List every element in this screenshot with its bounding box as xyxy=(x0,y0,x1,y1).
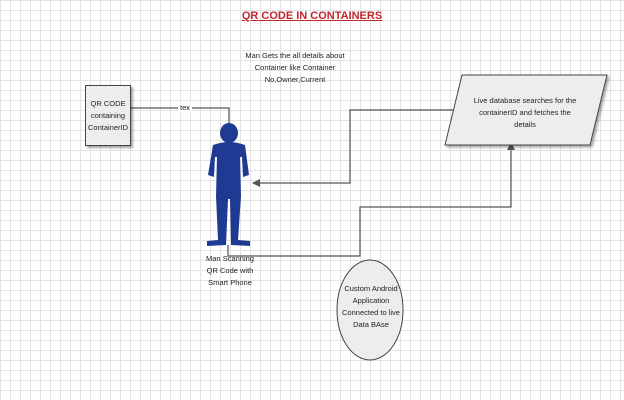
database-line: Live database searches for the xyxy=(473,96,577,105)
man-label-line: Smart Phone xyxy=(208,278,252,287)
man-scanning-label: Man Scanning QR Code with Smart Phone xyxy=(198,253,262,289)
man-label-line: Man Scanning xyxy=(206,254,254,263)
android-app-circle xyxy=(336,259,404,361)
qr-box-line: containing xyxy=(90,110,126,120)
man-gets-line: Man Gets the all details about xyxy=(245,51,345,60)
android-app-label: Custom Android Application Connected to … xyxy=(336,283,406,331)
man-gets-line: Container like Container xyxy=(254,63,336,72)
qr-code-box: QR CODE containing ContainerID xyxy=(85,85,131,146)
qr-box-line: ContainerID xyxy=(87,122,129,132)
android-app-line: Data BAse xyxy=(353,320,389,329)
connector-label-bg xyxy=(178,103,192,113)
person-silhouette-icon xyxy=(207,123,250,246)
android-app-line: Application xyxy=(352,296,390,305)
database-box-label: Live database searches for the container… xyxy=(466,95,584,131)
android-app-line: Custom Android xyxy=(344,284,398,293)
connector-label: tex xyxy=(179,103,190,112)
android-app-line: Connected to live xyxy=(342,308,400,317)
connector-qr-to-person xyxy=(130,107,230,126)
man-label-line: QR Code with xyxy=(206,266,254,275)
arrow-app-to-database xyxy=(227,142,515,257)
qr-box-line: QR CODE xyxy=(90,98,126,108)
diagram-title: QR CODE IN CONTAINERS xyxy=(241,10,383,22)
database-line: details xyxy=(514,120,536,129)
database-parallelogram xyxy=(444,74,608,146)
man-gets-details-text: Man Gets the all details about Container… xyxy=(225,50,365,86)
arrow-database-to-person xyxy=(252,109,466,187)
man-gets-line: No,Owner,Current xyxy=(264,75,326,84)
database-line: containerID and fetches the xyxy=(479,108,571,117)
